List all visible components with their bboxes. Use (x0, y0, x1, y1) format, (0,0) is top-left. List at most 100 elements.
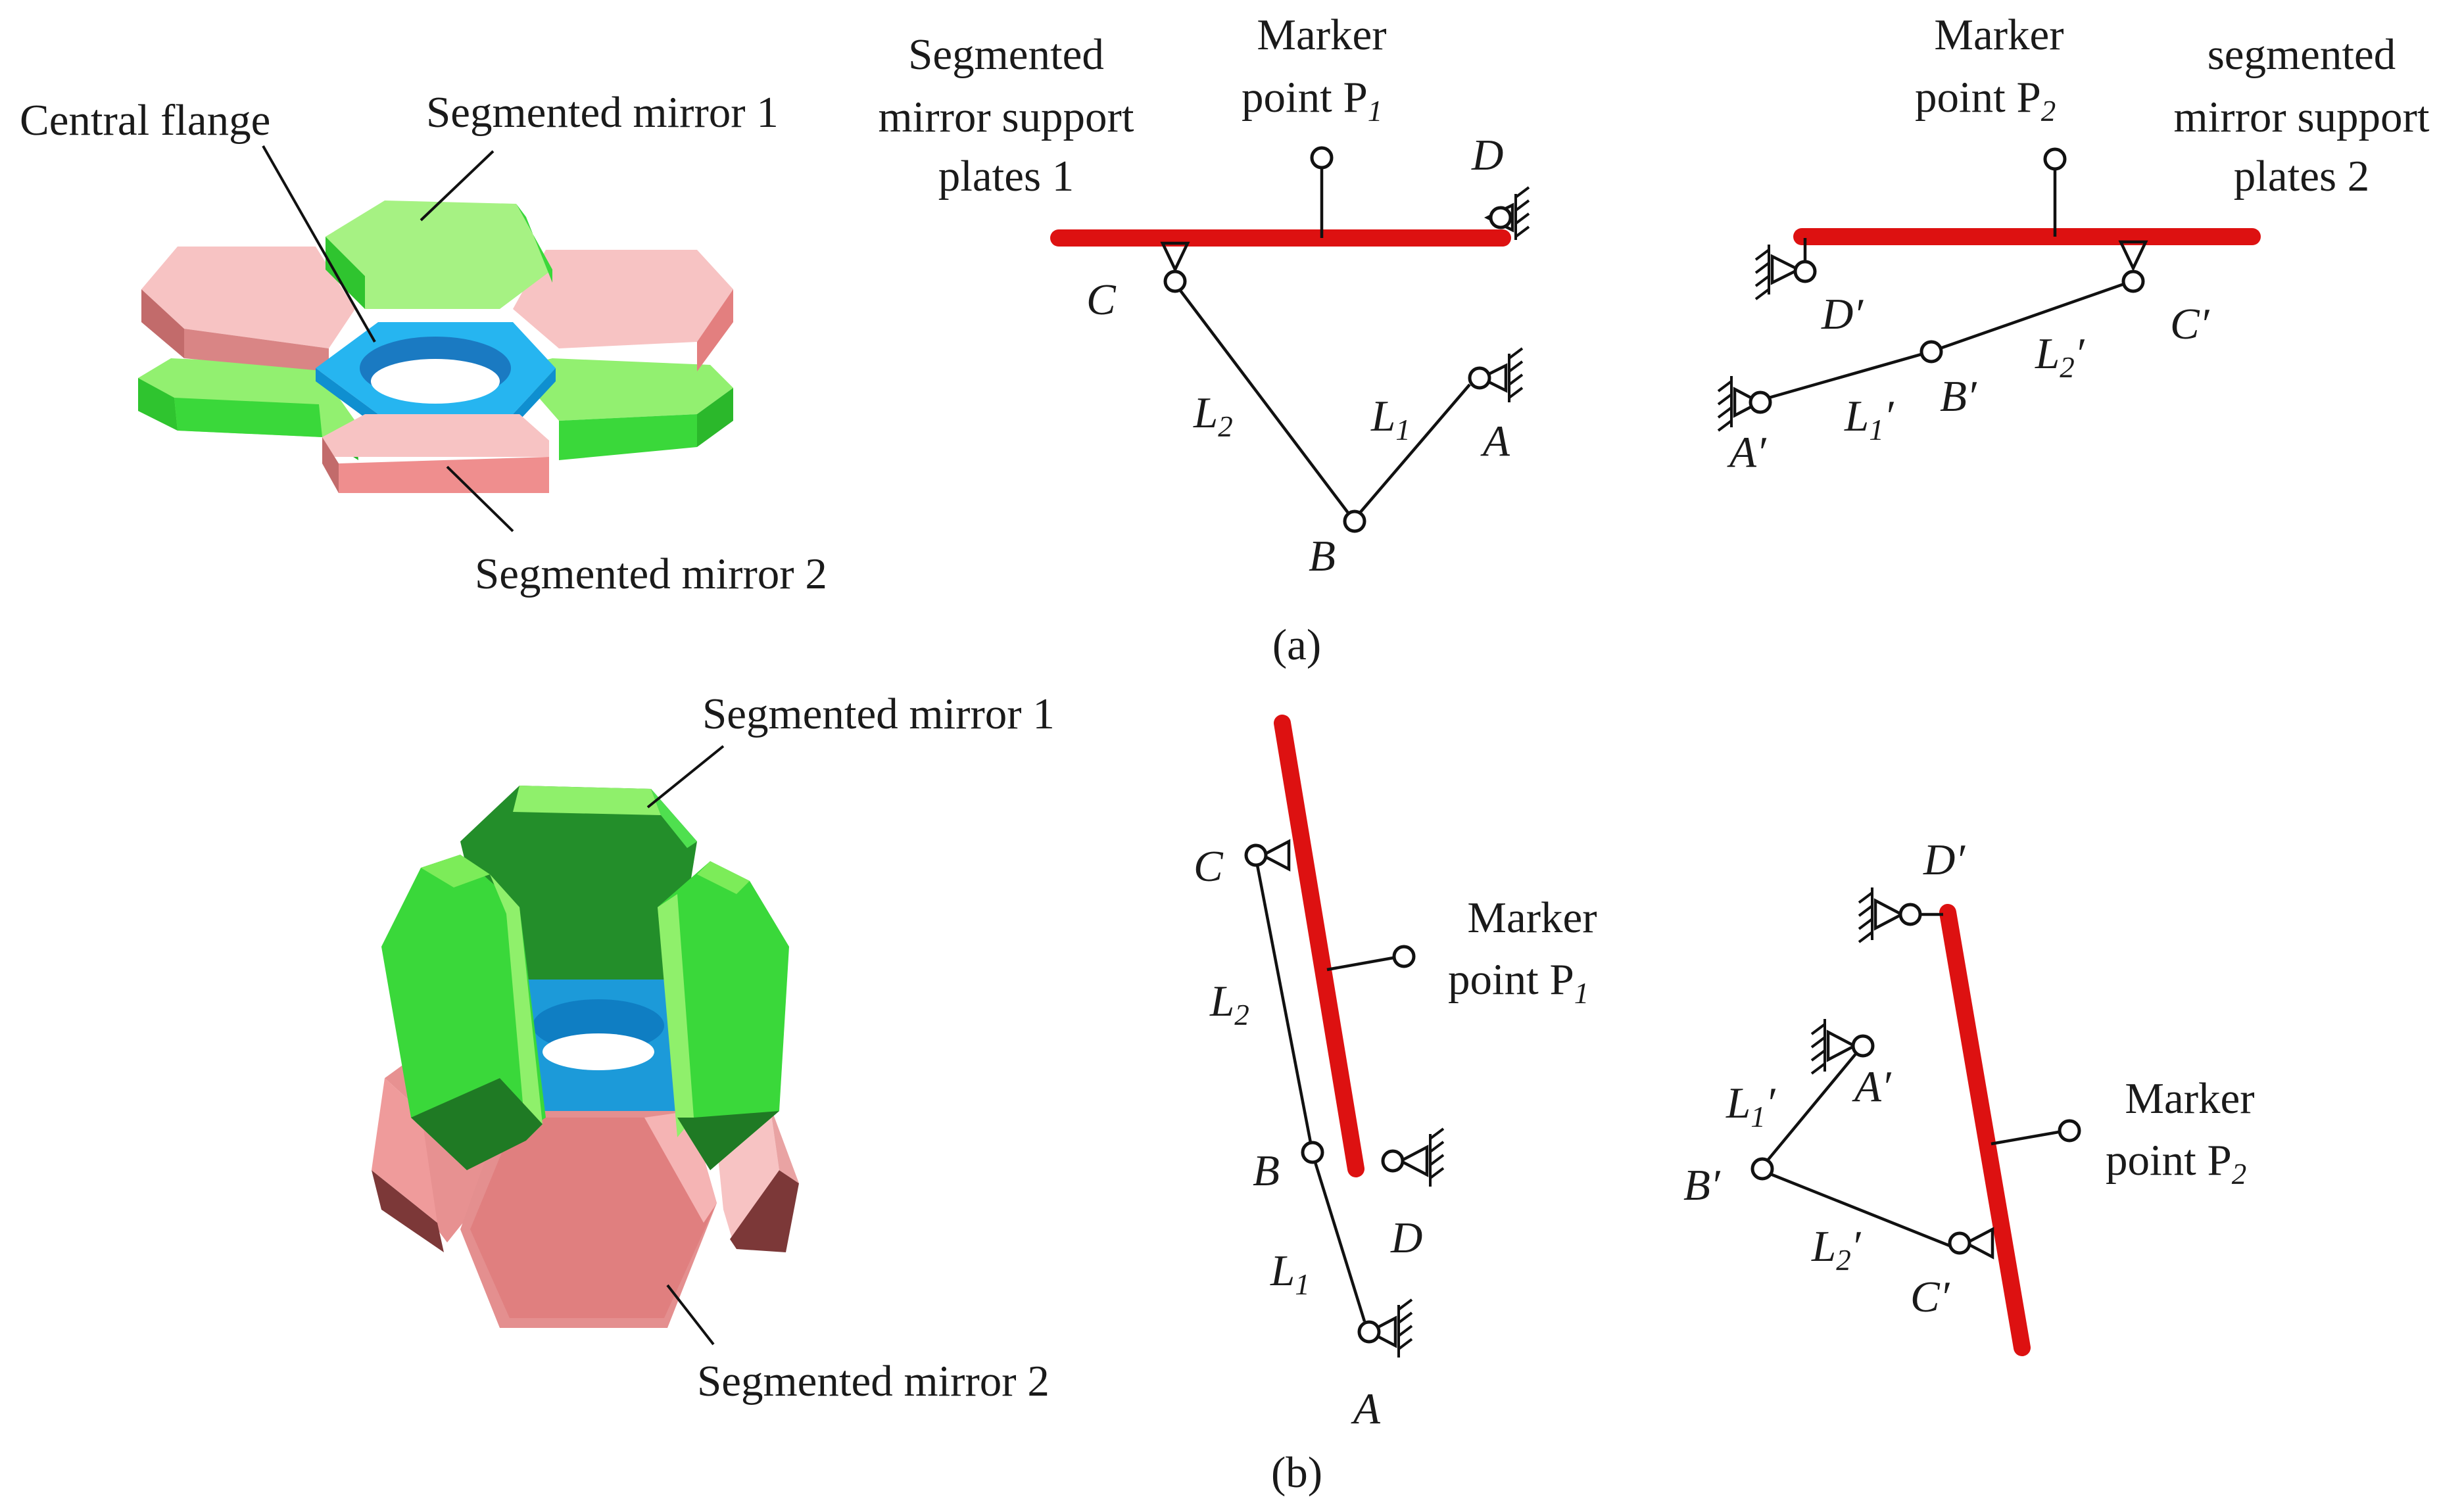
joint-b-prime-b (1750, 1157, 1774, 1181)
point-a-prime-b-label: A′ (1852, 1062, 1892, 1111)
point-b-label: B (1309, 532, 1336, 580)
leader-central-flange (262, 145, 376, 343)
ground-a-prime-b (1810, 1019, 1858, 1075)
link-l2-prime (1939, 282, 2125, 350)
leader-mirror1-b (646, 745, 725, 809)
leader-mirror2-b (666, 1284, 715, 1346)
leader-mirror1-a (420, 150, 495, 222)
central-flange-b (500, 980, 697, 1118)
central-flange (316, 322, 556, 427)
ground-a-b (1366, 1298, 1413, 1358)
link-l2 (1179, 289, 1349, 514)
point-d-b-label: D (1390, 1214, 1422, 1262)
ground-d-prime (1754, 238, 1807, 300)
mirror1-left-segment (138, 358, 358, 460)
plate1-label-line1: Segmented (908, 30, 1104, 79)
label-mirror2-b: Segmented mirror 2 (697, 1357, 1050, 1406)
marker-p1-label-line1: Marker (1257, 11, 1386, 59)
joint-a-prime (1749, 390, 1772, 414)
label-mirror1-a: Segmented mirror 1 (426, 88, 779, 137)
ground-a-prime (1717, 376, 1763, 432)
link-l1-b-label: L1 (1270, 1246, 1310, 1301)
link-l2-b (1255, 864, 1313, 1143)
marker-point-p1 (1310, 146, 1334, 170)
marker-point-p2-b (2058, 1119, 2081, 1143)
point-d-prime-label: D′ (1821, 290, 1864, 339)
mechanism-b2 (1750, 887, 2081, 1356)
model-b (372, 786, 799, 1328)
marker-stem-p1-b (1326, 955, 1401, 972)
link-l2-prime-b (1768, 1171, 1950, 1248)
ground-a (1477, 347, 1524, 402)
point-a-prime-label: A′ (1727, 428, 1767, 477)
hinge-c (1160, 241, 1190, 273)
label-central-flange: Central flange (20, 96, 270, 145)
link-l2-label: L2 (1193, 389, 1233, 443)
link-l1-label: L1 (1370, 392, 1411, 446)
label-mirror1-b: Segmented mirror 1 (702, 690, 1055, 738)
mirror1-right-segment (513, 358, 733, 460)
mirror2-left-segment (141, 247, 355, 371)
point-b-b-label: B (1253, 1146, 1280, 1195)
mechanism-a1 (1050, 146, 1530, 533)
mechanism-a2 (1717, 147, 2261, 432)
label-mirror2-a: Segmented mirror 2 (475, 550, 827, 598)
point-d-label: D (1471, 131, 1503, 179)
joint-a-b (1357, 1320, 1381, 1344)
leader-mirror2-a (446, 465, 514, 532)
link-l1-prime (1768, 352, 1924, 400)
mirror1-left-segment-b (381, 855, 546, 1170)
mechanism-b1 (1244, 715, 1445, 1358)
ground-d-b (1397, 1127, 1445, 1187)
marker-stem-p2-b (1991, 1129, 2067, 1146)
point-d-prime-b-label: D′ (1923, 836, 1966, 884)
joint-b-prime (1919, 340, 1943, 364)
link-l1-prime-b-label: L1′ (1726, 1079, 1776, 1133)
marker-point-p1-b (1392, 945, 1416, 968)
plate2-label-line3: plates 2 (2234, 152, 2370, 201)
mirror2-right-segment (513, 250, 733, 371)
marker-p1-b-line2: point P1 (1448, 955, 1589, 1010)
marker-p1-label-line2: point P1 (1242, 73, 1382, 128)
joint-a-prime-b (1851, 1034, 1875, 1058)
joint-c-prime-b (1948, 1231, 1971, 1255)
joint-d-b (1381, 1149, 1405, 1173)
plate1-label-line2: mirror support (879, 93, 1134, 141)
joint-b (1343, 509, 1366, 533)
plate2-label-line1: segmented (2208, 30, 2396, 79)
link-l2-prime-label: L2′ (2035, 329, 2085, 384)
marker-p2-label-line1: Marker (1934, 11, 2064, 59)
hinge-c-prime-b (1963, 1227, 1994, 1260)
support-plate-2-b (1939, 904, 2031, 1356)
joint-a (1468, 366, 1491, 390)
joint-b-b (1301, 1141, 1324, 1164)
point-b-prime-label: B′ (1940, 372, 1977, 421)
joint-c-b (1244, 843, 1268, 867)
link-l2-b-label: L2 (1209, 977, 1249, 1031)
marker-p2-label-line2: point P2 (1915, 73, 2056, 128)
hinge-c-b (1259, 839, 1291, 872)
caption-a: (a) (1272, 621, 1321, 669)
mirror2-bottom-segment (322, 414, 549, 493)
joint-d-prime (1793, 260, 1817, 283)
point-b-prime-b-label: B′ (1683, 1161, 1721, 1210)
point-c-label: C (1086, 275, 1117, 324)
joint-d (1489, 206, 1512, 229)
mirror1-top-segment (326, 201, 552, 309)
link-l1-b (1313, 1162, 1366, 1322)
link-l2-prime-b-label: L2′ (1811, 1222, 1862, 1277)
mirror2-front-segment (460, 1111, 717, 1328)
joint-c (1163, 270, 1187, 293)
point-a-b-label: A (1351, 1384, 1381, 1433)
link-l1 (1359, 383, 1471, 514)
link-l1-prime-b (1766, 1052, 1858, 1162)
marker-p1-b-line1: Marker (1467, 893, 1597, 942)
link-l1-prime-label: L1′ (1844, 392, 1895, 446)
point-c-b-label: C (1194, 842, 1224, 891)
plate1-label-line3: plates 1 (938, 152, 1074, 201)
point-c-prime-label: C′ (2170, 300, 2210, 348)
marker-p2-b-line1: Marker (2125, 1074, 2254, 1123)
mirror1-right-segment-b (658, 861, 789, 1170)
marker-p2-b-line2: point P2 (2106, 1136, 2246, 1191)
